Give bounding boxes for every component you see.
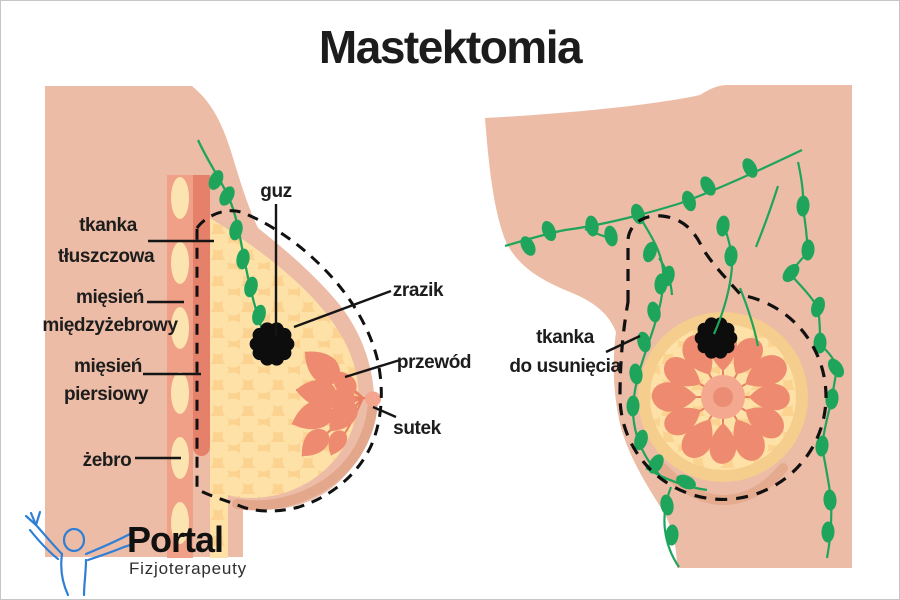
label-intercostal-muscle: międzyżebrowy — [42, 315, 178, 336]
pointer-line — [605, 334, 641, 354]
label-tissue-to-remove: tkanka — [536, 327, 595, 348]
right-diagram: tkanka do usunięcia — [485, 85, 852, 568]
label-tumor: guz — [260, 181, 292, 202]
label-duct: przewód — [397, 352, 471, 373]
label-fat-tissue: tkanka — [79, 215, 138, 236]
lymph-chain — [196, 139, 270, 347]
rib-icon — [171, 502, 189, 544]
fat-tissue — [210, 218, 359, 558]
dashed-resection-outline — [618, 214, 828, 501]
rib-icon — [171, 372, 189, 414]
pointer-lines — [135, 204, 401, 460]
logo-figure-icon — [24, 510, 134, 596]
label-fat-tissue: tłuszczowa — [58, 246, 155, 267]
tumor-icon — [694, 317, 738, 359]
page-title: Mastektomia — [318, 21, 583, 73]
label-pectoral-muscle: piersiowy — [64, 384, 149, 405]
logo-name: Portal — [127, 519, 224, 560]
label-pectoral-muscle: mięsień — [74, 356, 142, 377]
rib-icon — [171, 307, 189, 349]
nipple — [713, 387, 733, 407]
label-nipple: sutek — [393, 418, 441, 439]
tumor-icon — [249, 322, 295, 366]
logo: Portal Fizjoterapeuty — [14, 504, 264, 596]
label-rib: żebro — [83, 450, 132, 471]
dashed-resection-outline — [195, 209, 383, 513]
label-lobule: zrazik — [393, 280, 444, 301]
nipple — [365, 391, 381, 407]
left-diagram: tkanka tłuszczowa mięsień międzyżebrowy … — [42, 86, 472, 558]
chest-wall — [167, 175, 193, 558]
logo-subtitle: Fizjoterapeuty — [129, 559, 247, 578]
rib-icon — [171, 242, 189, 284]
label-intercostal-muscle: mięsień — [76, 287, 144, 308]
skin-shadow-band — [232, 396, 378, 511]
rib-icon — [171, 177, 189, 219]
label-tissue-to-remove: do usunięcia — [509, 356, 621, 377]
